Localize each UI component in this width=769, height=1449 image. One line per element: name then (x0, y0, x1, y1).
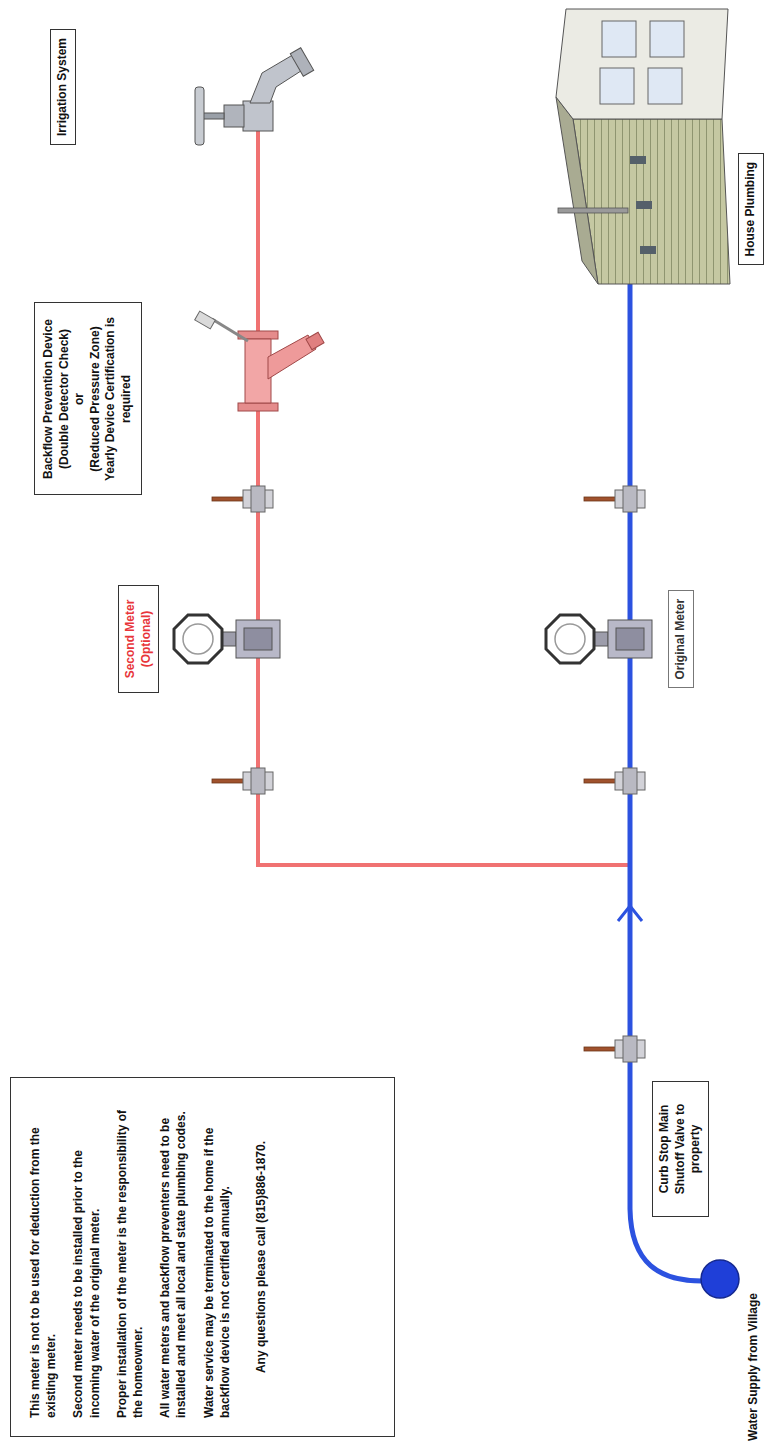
note-text: Proper installation of the meter is the … (114, 1096, 146, 1418)
device-note-box: Backflow Prevention Device(Double Detect… (34, 303, 142, 496)
meter-label: Original Meter (668, 590, 694, 689)
house-label: House Plumbing (738, 153, 764, 266)
meter-label-text: Second Meter (Optional) (123, 594, 154, 684)
device-note-text: (Reduced Pressure Zone) (88, 312, 104, 487)
irrigation-label-text: Irrigation System (55, 38, 71, 136)
meter-label: Second Meter (Optional) (118, 585, 159, 693)
curb-stop-valve (584, 1036, 645, 1062)
note-text: This meter is not to be used for deducti… (27, 1096, 59, 1418)
meter-valve (212, 768, 273, 794)
meter-valve (584, 486, 645, 512)
flow-arrow (618, 906, 642, 921)
second-meter (174, 615, 280, 663)
note-text: Second meter needs to be installed prior… (70, 1096, 102, 1418)
original-meter (546, 615, 652, 663)
village-supply (701, 1260, 739, 1298)
note-text: Water service may be terminated to the h… (201, 1096, 233, 1418)
meter-label-text: Original Meter (673, 599, 689, 680)
house-label-text: House Plumbing (743, 162, 759, 257)
irrigation-pipe (258, 127, 630, 865)
faucet (195, 48, 314, 145)
meter-valve (584, 768, 645, 794)
note-text: All water meters and backflow preventers… (157, 1096, 189, 1418)
curb-stop-text: Curb Stop Main Shutoff Valve to property (657, 1090, 704, 1208)
notes-box: This meter is not to be used for deducti… (10, 1077, 395, 1437)
irrigation-label: Irrigation System (50, 29, 76, 145)
device-note-text: or (72, 312, 88, 487)
curb-stop-label: Curb Stop Main Shutoff Valve to property (652, 1081, 709, 1217)
note-text: Any questions please call (815)886-1870. (253, 1096, 269, 1418)
meter-valve (212, 486, 273, 512)
backflow-device (195, 311, 324, 411)
device-note-text: (Double Detector Check) (57, 312, 73, 487)
device-note-text: Yearly Device Certification is required (103, 312, 134, 487)
supply-label: Water Supply from Village (746, 1293, 760, 1441)
house (556, 9, 730, 284)
device-note-text: Backflow Prevention Device (41, 312, 57, 487)
